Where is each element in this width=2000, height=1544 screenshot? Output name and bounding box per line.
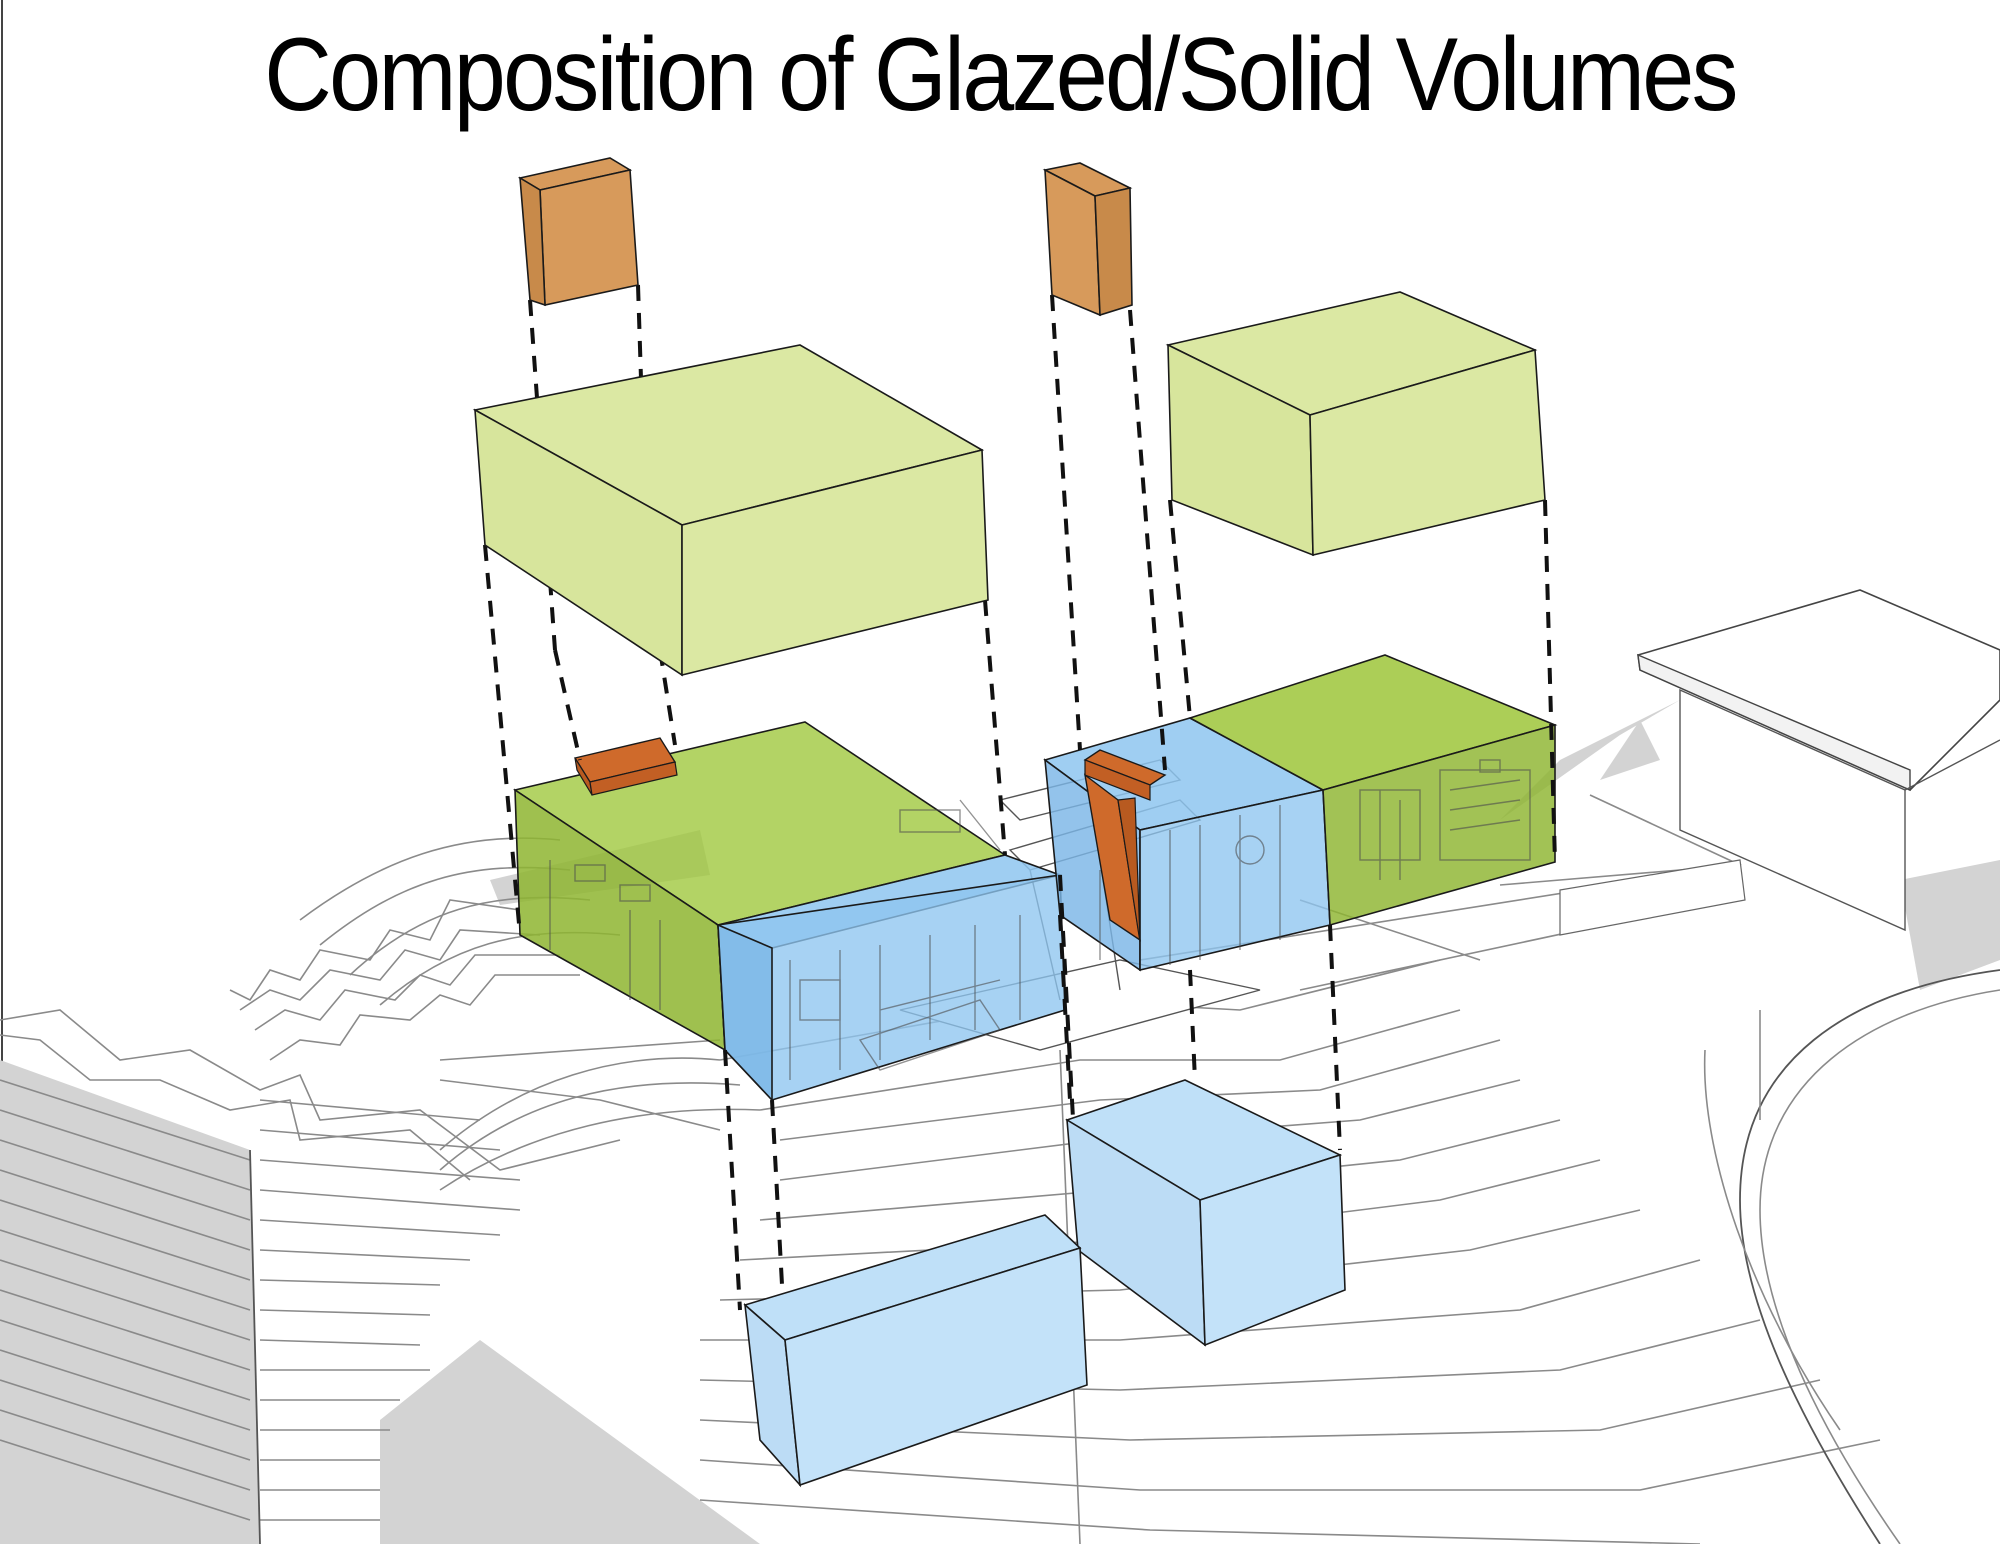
- right-wall-shadow: [1900, 860, 2000, 990]
- diagram-title: Composition of Glazed/Solid Volumes: [264, 17, 1738, 133]
- annex-building: [1637, 589, 2000, 932]
- solid-volume-right-exploded: [1165, 291, 1546, 557]
- annex-shadow-small: [1600, 720, 1660, 780]
- wall-courses-left: [0, 1079, 521, 1544]
- glazed-volume-left-assembled: [715, 854, 1066, 1103]
- chimney-right-assembled: [1083, 749, 1167, 943]
- chimney-right-exploded: [1042, 162, 1133, 317]
- right-solid-front: [1322, 723, 1556, 927]
- glazed-volume-right-exploded: [1065, 1079, 1346, 1347]
- assembled-house: [513, 654, 1558, 1103]
- solid-left-front: [681, 448, 989, 677]
- left-glazed-side: [717, 923, 773, 1103]
- solid-volume-right-assembled: [1187, 654, 1558, 927]
- terrace-contours: [0, 837, 761, 1191]
- chimney-left-exploded: [517, 157, 639, 307]
- solid-volume-left-exploded: [472, 344, 989, 677]
- terrace-shadow: [380, 1340, 760, 1544]
- chimney-left-assembled: [573, 737, 678, 796]
- glazed-volume-left-exploded: [743, 1214, 1088, 1488]
